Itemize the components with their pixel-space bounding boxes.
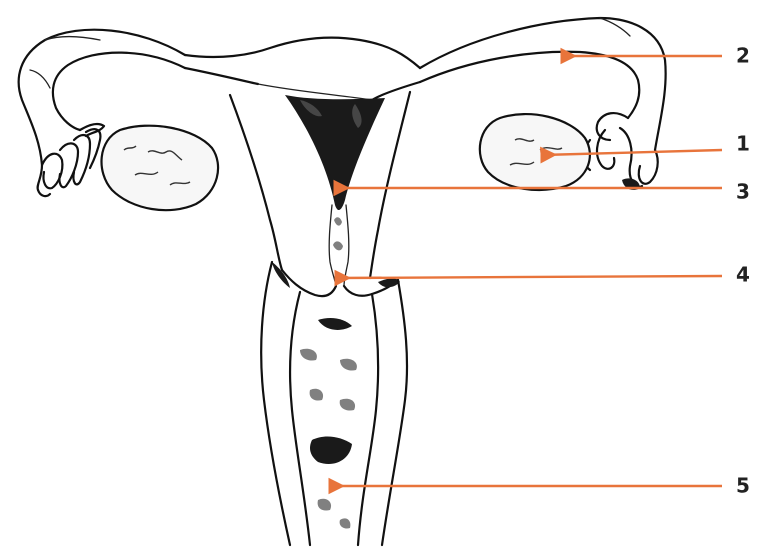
vagina [261, 262, 407, 545]
right-ovary [480, 114, 590, 190]
cervical-canal [329, 205, 349, 286]
label-3: 3 [736, 180, 750, 204]
label-4: 4 [736, 263, 750, 287]
cervix [272, 262, 400, 296]
label-5: 5 [736, 474, 750, 498]
label-2: 2 [736, 44, 750, 68]
left-fimbriae [38, 124, 104, 196]
label-1: 1 [736, 132, 750, 156]
label-leaders: 2 1 3 4 5 [330, 44, 750, 498]
uterine-cavity [285, 95, 385, 210]
left-ovary [102, 126, 219, 210]
uterus-body [185, 38, 420, 278]
leader-arrow-4 [336, 276, 722, 278]
